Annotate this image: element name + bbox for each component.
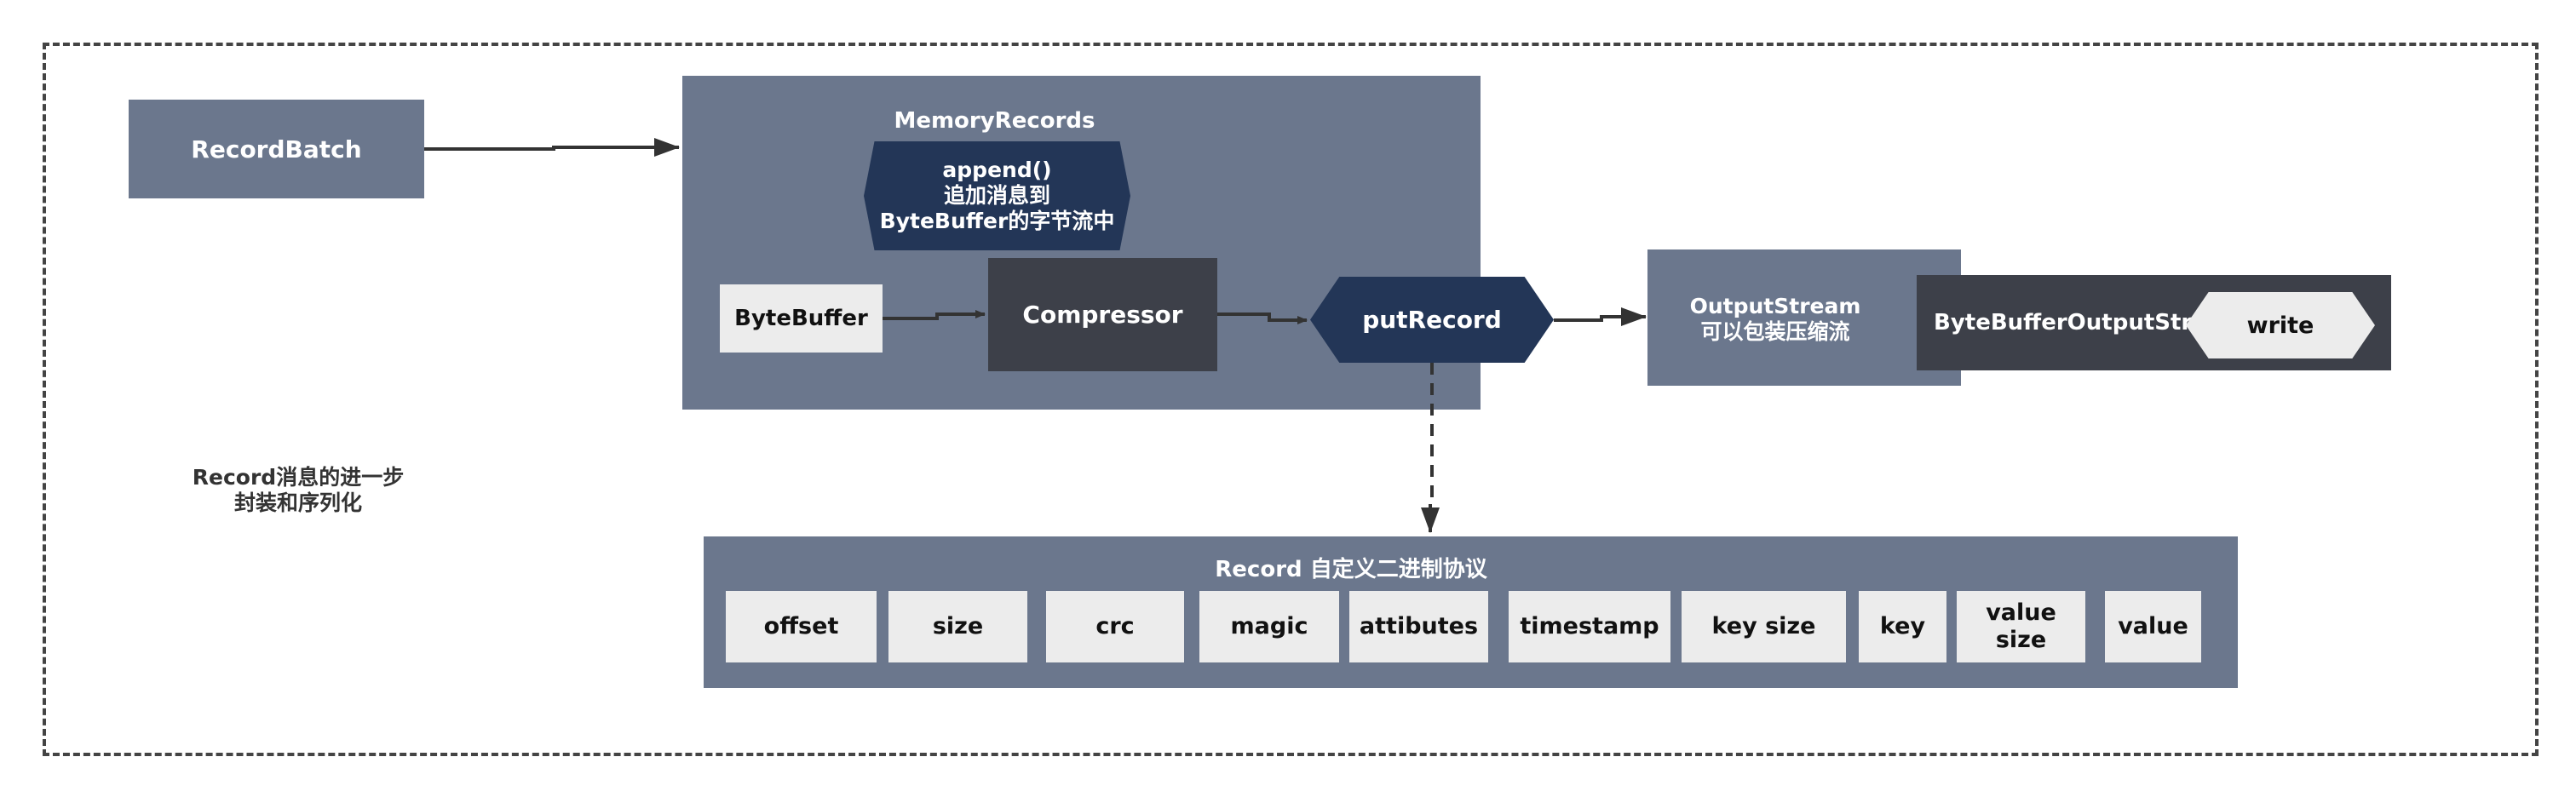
- record-batch-node: RecordBatch: [129, 100, 424, 198]
- arrow-recordbatch-to-memoryrecords: [424, 138, 680, 157]
- field-key: key: [1859, 591, 1946, 662]
- arrow-bytebuffer-to-compressor: [883, 310, 986, 320]
- field-key-size-label: key size: [1711, 612, 1816, 639]
- diagram-caption: Record消息的进一步 封装和序列化: [192, 465, 405, 515]
- field-key-label: key: [1879, 612, 1926, 639]
- field-key-size: key size: [1682, 591, 1846, 662]
- field-attibutes-label: attibutes: [1359, 612, 1479, 639]
- write-label: write: [2246, 312, 2314, 339]
- byte-buffer-label: ByteBuffer: [734, 306, 868, 331]
- record-batch-label: RecordBatch: [191, 135, 362, 163]
- field-magic-label: magic: [1230, 612, 1308, 639]
- byte-buffer-node: ByteBuffer: [720, 284, 883, 353]
- field-timestamp-label: timestamp: [1520, 612, 1659, 639]
- record-protocol-title: Record 自定义二进制协议: [1215, 557, 1487, 582]
- arrow-compressor-to-putrecord: [1217, 312, 1308, 324]
- field-value-size-label: value size: [1986, 599, 2056, 653]
- field-value-size: value size: [1957, 591, 2085, 662]
- put-record-node: putRecord: [1310, 277, 1554, 363]
- field-value-label: value: [2118, 612, 2188, 639]
- write-method-node: write: [2186, 292, 2375, 358]
- field-attibutes: attibutes: [1349, 591, 1488, 662]
- put-record-label: putRecord: [1362, 306, 1502, 334]
- field-offset: offset: [726, 591, 877, 662]
- field-crc: crc: [1046, 591, 1184, 662]
- field-crc-label: crc: [1095, 612, 1135, 639]
- field-magic: magic: [1199, 591, 1339, 662]
- field-value: value: [2105, 591, 2201, 662]
- append-method-node: append() 追加消息到 ByteBuffer的字节流中: [864, 141, 1130, 250]
- field-timestamp: timestamp: [1509, 591, 1670, 662]
- memory-records-title: MemoryRecords: [894, 108, 1095, 134]
- outer-dashed-frame: [43, 43, 2539, 756]
- arrow-putrecord-to-record-protocol: [1421, 363, 1440, 533]
- compressor-node: Compressor: [988, 258, 1217, 371]
- output-stream-node: OutputStream 可以包装压缩流: [1647, 249, 1961, 386]
- field-size-label: size: [932, 612, 984, 639]
- compressor-label: Compressor: [1022, 301, 1183, 329]
- field-offset-label: offset: [763, 612, 839, 639]
- output-stream-label: OutputStream 可以包装压缩流: [1689, 294, 1861, 344]
- arrow-putrecord-to-outputstream: [1554, 307, 1647, 326]
- field-size: size: [888, 591, 1027, 662]
